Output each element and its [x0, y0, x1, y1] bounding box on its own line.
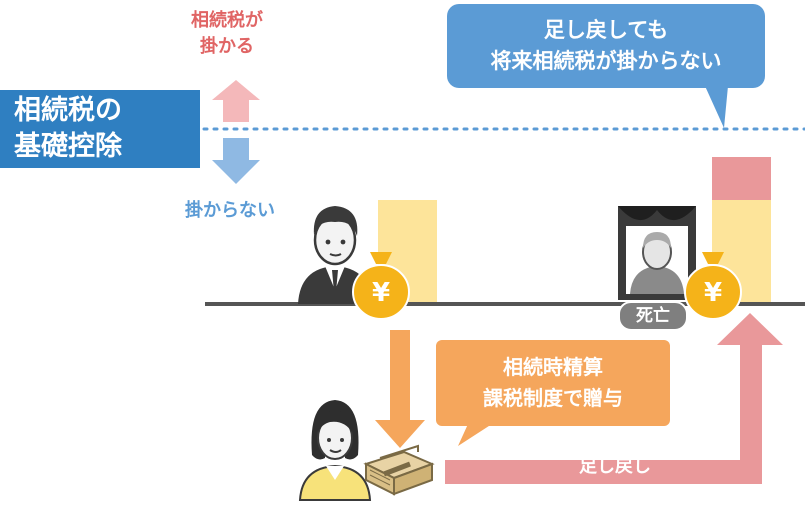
child-person-icon: [298, 400, 372, 501]
yen-money-bag-icon-parent: ¥: [352, 252, 410, 320]
callout-top: 足し戻しても 将来相続税が掛からない: [447, 4, 765, 88]
callout-top-line-1: 足し戻しても: [543, 18, 669, 42]
add-back-label: 足し戻し: [579, 456, 651, 477]
taxed-label: 相続税が 掛かる: [182, 8, 272, 60]
add-back-arrow: [445, 313, 783, 484]
down-arrow: [212, 138, 260, 184]
not-taxed-label: 掛からない: [185, 200, 275, 221]
callout-gift-tail: [458, 424, 492, 446]
parent-person-icon: [298, 206, 372, 304]
callout-gift-line-2: 課税制度で贈与: [483, 386, 623, 410]
up-arrow: [212, 80, 260, 122]
callout-gift-line-1: 相続時精算: [503, 355, 603, 379]
death-badge: 死亡: [618, 301, 688, 331]
yen-money-bag-icon-at-death: ¥: [684, 252, 742, 320]
callout-top-tail: [705, 86, 728, 128]
memorial-portrait-icon: [618, 206, 696, 300]
callout-gift: 相続時精算 課税制度で贈与: [436, 340, 670, 426]
basic-deduction-line-2: 基礎控除: [14, 131, 122, 162]
cash-bundle-icon: [363, 444, 435, 496]
taxed-line-1: 相続税が: [191, 10, 263, 31]
basic-deduction-label: 相続税の 基礎控除: [0, 90, 200, 168]
taxed-line-2: 掛かる: [200, 36, 254, 57]
asset-bar-at-death-red: [712, 157, 771, 200]
callout-top-line-2: 将来相続税が掛からない: [490, 49, 722, 73]
yen-symbol-right: ¥: [704, 278, 722, 308]
gift-arrow: [375, 330, 425, 448]
yen-symbol-left: ¥: [372, 278, 390, 308]
basic-deduction-line-1: 相続税の: [14, 95, 122, 126]
